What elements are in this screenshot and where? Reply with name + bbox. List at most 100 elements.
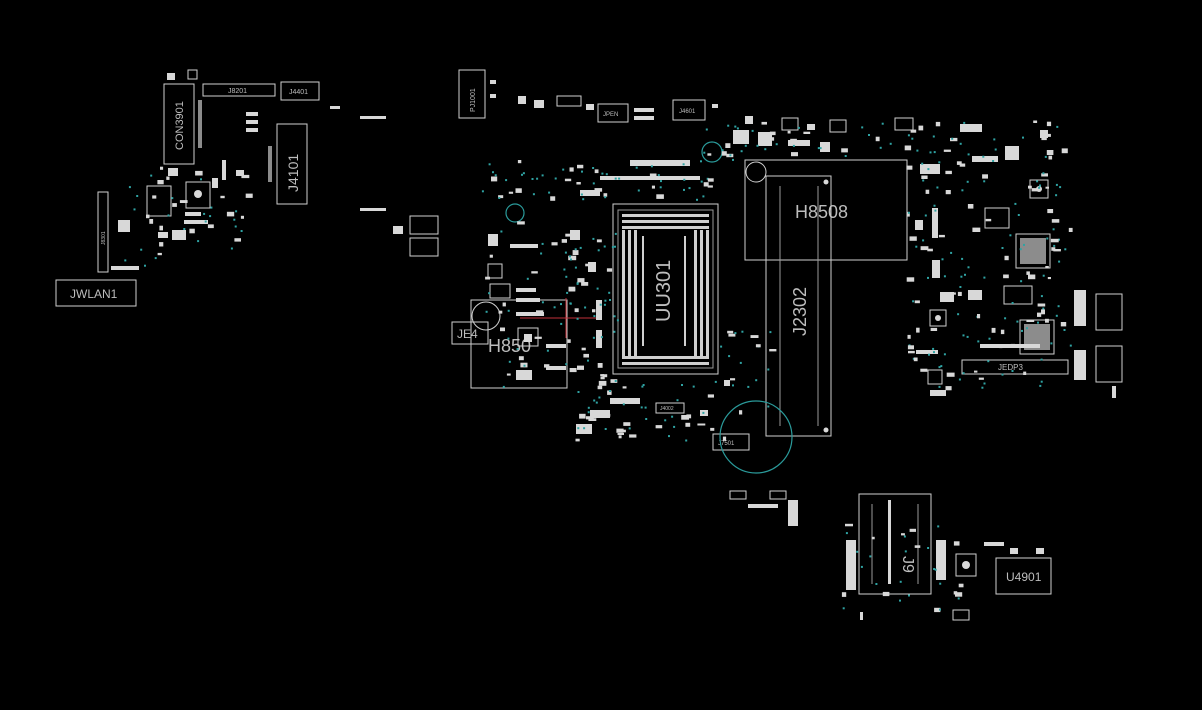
smd-pad — [551, 242, 558, 246]
via — [593, 399, 596, 402]
smd-pad — [790, 138, 797, 144]
via — [744, 144, 747, 147]
via — [941, 258, 944, 261]
smd-pad — [531, 271, 538, 274]
via — [983, 382, 986, 385]
smd-pad — [240, 215, 244, 219]
smd-pad — [707, 153, 712, 156]
smd-pad — [576, 424, 584, 427]
smd-pad — [234, 238, 241, 242]
j4401-outline[interactable] — [280, 81, 320, 101]
via — [943, 353, 946, 356]
pj1001-outline[interactable] — [458, 69, 486, 119]
smd-pad — [1060, 322, 1067, 327]
smd-pad — [606, 268, 613, 272]
smd-pad — [935, 121, 941, 127]
via — [183, 228, 186, 230]
via — [536, 177, 539, 180]
via — [938, 366, 941, 369]
smd-pad — [1047, 277, 1051, 280]
via — [844, 155, 847, 157]
via — [692, 385, 695, 388]
smd-pad — [592, 309, 596, 313]
j4101-outline[interactable] — [276, 123, 308, 205]
smd-pad — [157, 252, 162, 256]
via — [1042, 307, 1045, 310]
via — [736, 127, 739, 130]
via — [553, 306, 556, 309]
via — [908, 594, 910, 597]
smd-pad — [607, 390, 612, 395]
jwlan1-outline[interactable] — [55, 279, 137, 307]
via — [764, 148, 767, 151]
smd-pad — [913, 357, 918, 362]
via — [939, 582, 942, 585]
via — [584, 306, 587, 309]
via — [587, 359, 589, 362]
smd-pad — [598, 380, 607, 386]
j4002-outline[interactable] — [655, 402, 685, 414]
j8201-outline[interactable] — [202, 83, 276, 97]
jedp3-outline[interactable] — [961, 359, 1069, 375]
via — [144, 264, 146, 267]
via — [209, 215, 212, 218]
j7501-outline[interactable] — [712, 433, 750, 451]
via — [1050, 342, 1053, 345]
smd-pad — [768, 137, 775, 141]
smd-pad — [875, 136, 880, 142]
via — [659, 186, 662, 189]
via — [498, 197, 501, 199]
via — [911, 137, 914, 140]
via — [889, 142, 892, 145]
via — [587, 411, 590, 414]
via — [703, 151, 706, 154]
smd-pad — [1026, 271, 1030, 275]
via — [1038, 186, 1041, 189]
via — [603, 303, 606, 306]
h8508-outline[interactable] — [744, 159, 908, 261]
smd-pad — [581, 347, 586, 351]
smd-pad — [1028, 274, 1036, 280]
uu301-outline[interactable] — [612, 203, 719, 375]
via — [597, 249, 600, 252]
via — [1046, 237, 1049, 240]
via — [1052, 228, 1055, 231]
via — [702, 411, 705, 414]
via — [869, 555, 872, 558]
via — [982, 155, 985, 158]
smd-pad — [569, 368, 577, 373]
via — [564, 251, 567, 254]
via — [1042, 172, 1045, 175]
j4601-outline[interactable] — [672, 99, 706, 121]
via — [933, 204, 936, 207]
via — [592, 182, 595, 185]
smd-pad — [916, 327, 920, 333]
j8301-outline[interactable] — [97, 191, 109, 273]
j9-outline[interactable] — [858, 493, 932, 595]
via — [563, 268, 566, 271]
smd-pad — [787, 130, 791, 134]
smd-pad — [914, 300, 920, 304]
smd-pad — [1051, 247, 1056, 251]
j2302-outline[interactable] — [765, 175, 832, 437]
je4-outline[interactable] — [451, 321, 489, 345]
via — [933, 151, 936, 154]
con3901-outline[interactable] — [163, 83, 195, 165]
smd-pad — [1041, 173, 1048, 177]
via — [664, 419, 667, 422]
via — [604, 299, 607, 302]
via — [702, 195, 705, 198]
smd-pad — [572, 250, 579, 255]
via — [967, 153, 970, 156]
smd-pad — [991, 327, 996, 333]
via — [580, 193, 583, 196]
via — [574, 248, 577, 251]
smd-pad — [904, 145, 912, 151]
jpen-outline[interactable] — [597, 103, 629, 123]
via — [234, 225, 237, 228]
via — [668, 435, 670, 438]
smd-pad — [585, 263, 592, 267]
u4901-outline[interactable] — [995, 557, 1052, 595]
smd-pad — [656, 194, 664, 199]
